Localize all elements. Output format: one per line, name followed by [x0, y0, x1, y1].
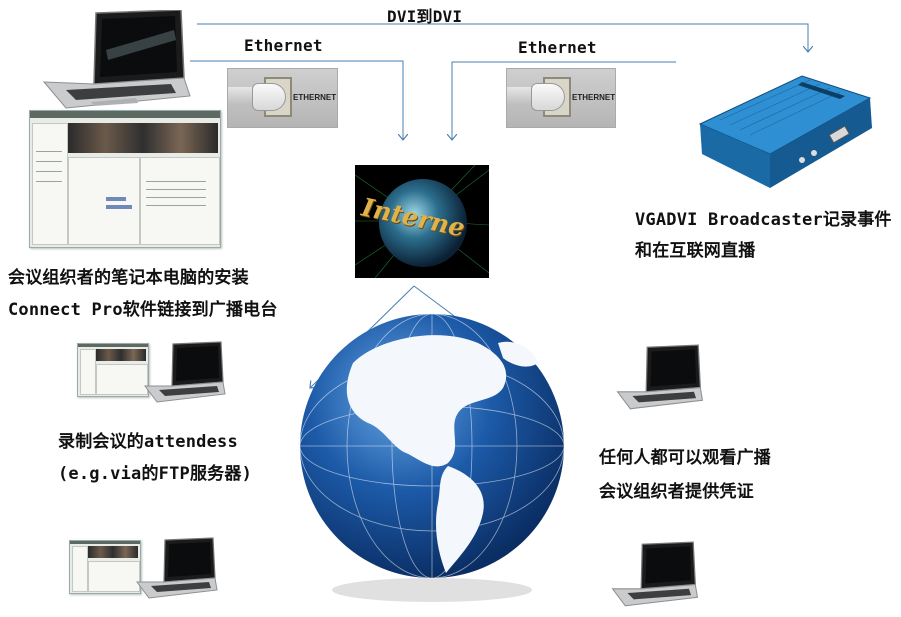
connect-pro-screenshot — [29, 110, 221, 248]
recording-screenshot — [77, 343, 149, 397]
viewer-label-line2: 会议组织者提供凭证 — [599, 482, 754, 502]
viewer-laptop-2-icon — [611, 541, 699, 607]
viewer-laptop-icon — [616, 344, 704, 410]
internet-globe-icon — [355, 165, 489, 278]
recording-label-line1: 录制会议的attendess — [58, 432, 238, 452]
recording-label-line2: (e.g.via的FTP服务器) — [58, 464, 253, 484]
viewer-label-line1: 任何人都可以观看广播 — [599, 448, 771, 468]
attendee-screenshot — [69, 540, 141, 594]
ethernet-right-connector — [452, 61, 676, 140]
ethernet-port-left: ETHERNET — [227, 68, 338, 128]
world-globe-icon — [299, 313, 565, 602]
vgadvi-broadcaster-icon — [698, 75, 872, 188]
ethernet-left-label: Ethernet — [244, 36, 323, 55]
organizer-label-line2: Connect Pro软件链接到广播电台 — [8, 300, 278, 320]
ethernet-port-right: ETHERNET — [506, 68, 616, 128]
ethernet-left-connector — [190, 60, 403, 140]
broadcaster-label-line1: VGADVI Broadcaster记录事件 — [635, 210, 892, 230]
ethernet-right-label: Ethernet — [518, 38, 597, 57]
organizer-label-line1: 会议组织者的笔记本电脑的安装 — [8, 268, 249, 288]
recording-laptop-icon — [144, 341, 226, 403]
attendee-laptop-icon — [136, 537, 218, 599]
internet-logo: Interne — [355, 165, 489, 278]
dvi-label: DVI到DVI — [387, 7, 463, 26]
dvi-connector — [197, 23, 808, 52]
broadcaster-label-line2: 和在互联网直播 — [635, 241, 756, 261]
organizer-laptop-icon — [42, 10, 191, 109]
